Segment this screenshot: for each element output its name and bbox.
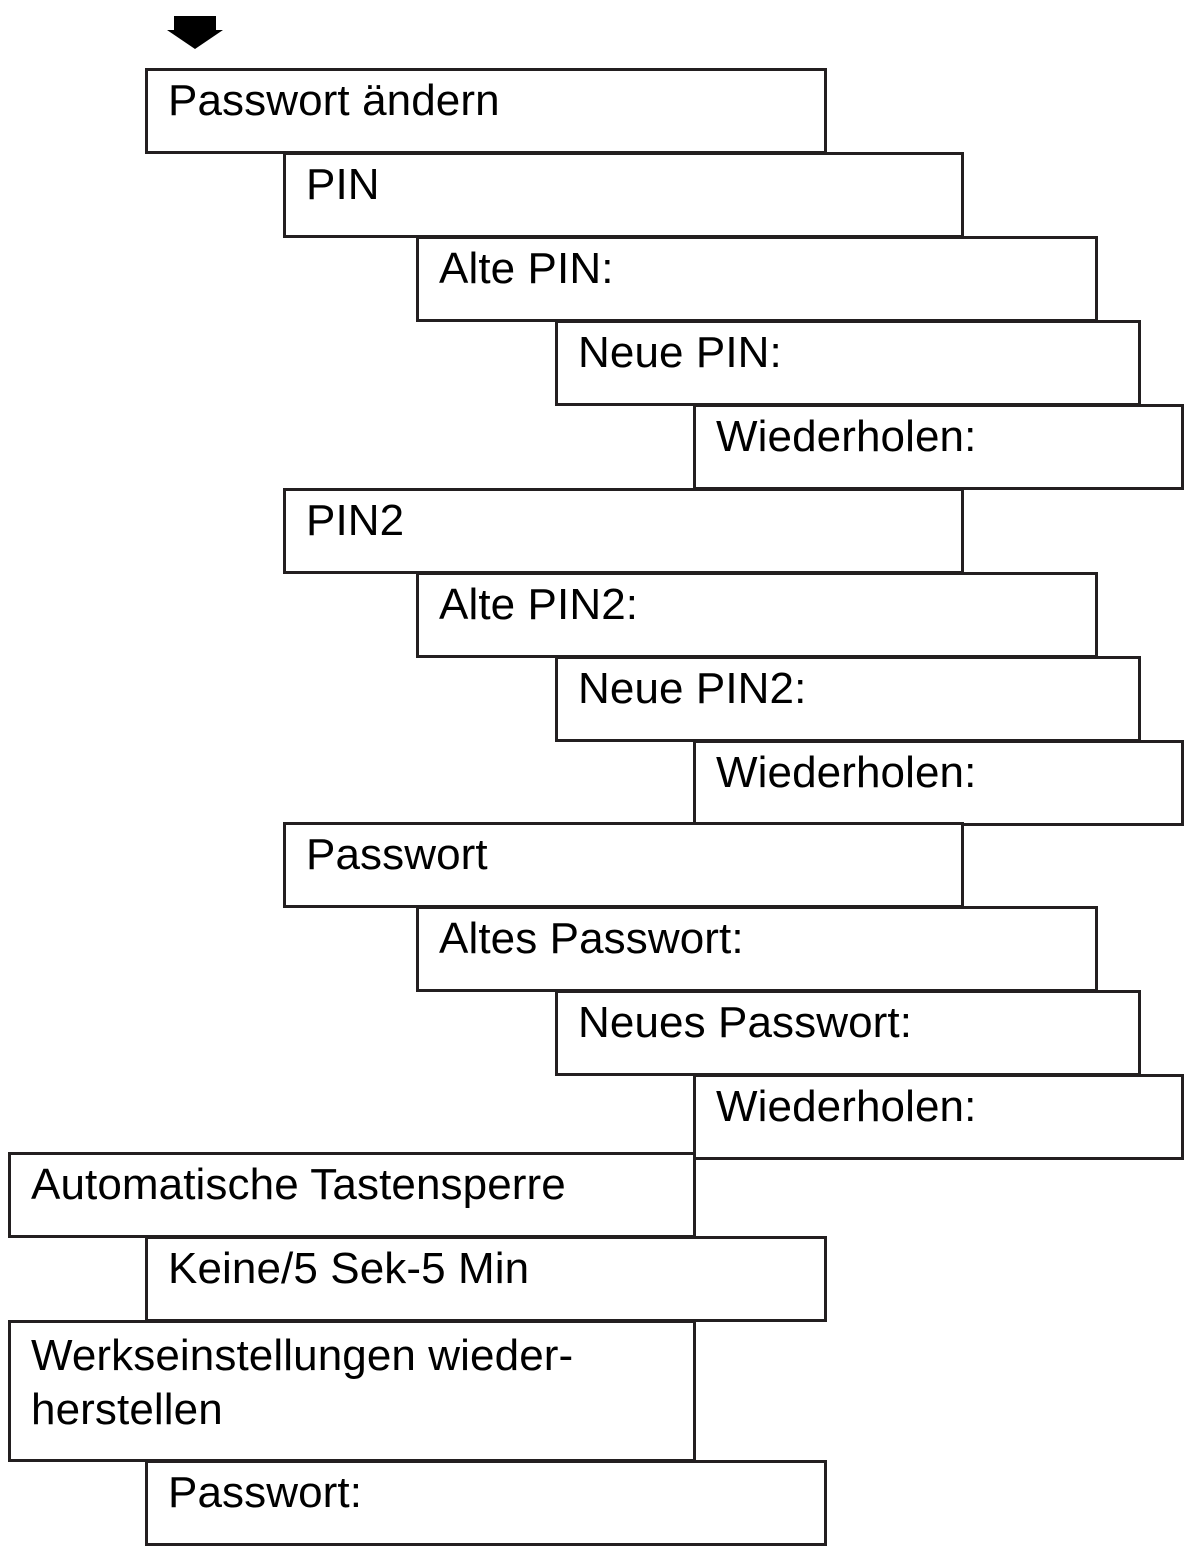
menu-box-altes-passwort[interactable]: Altes Passwort: (416, 906, 1098, 992)
menu-box-neues-passwort[interactable]: Neues Passwort: (555, 990, 1141, 1076)
menu-box-werk-passwort[interactable]: Passwort: (145, 1460, 827, 1546)
menu-box-neue-pin[interactable]: Neue PIN: (555, 320, 1141, 406)
menu-box-label: Neue PIN: (578, 328, 782, 377)
menu-box-label: PIN (306, 160, 380, 209)
menu-box-label: Passwort (306, 830, 488, 879)
menu-box-label: Wiederholen: (716, 412, 977, 461)
menu-box-label: Wiederholen: (716, 1082, 977, 1131)
menu-box-alte-pin2[interactable]: Alte PIN2: (416, 572, 1098, 658)
menu-box-label: Altes Passwort: (439, 914, 744, 963)
menu-box-label: Wiederholen: (716, 748, 977, 797)
menu-box-label: Passwort ändern (168, 76, 500, 125)
menu-box-label: PIN2 (306, 496, 405, 545)
menu-box-label: Neues Passwort: (578, 998, 913, 1047)
menu-box-label: Automatische Tastensperre (31, 1160, 566, 1209)
menu-box-neue-pin2[interactable]: Neue PIN2: (555, 656, 1141, 742)
menu-box-pin[interactable]: PIN (283, 152, 964, 238)
menu-box-werkseinstellungen[interactable]: Werkseinstellungen wieder- herstellen (8, 1320, 696, 1462)
menu-box-label: Neue PIN2: (578, 664, 807, 713)
menu-box-label: Werkseinstellungen wieder- herstellen (31, 1331, 574, 1434)
menu-box-label: Alte PIN: (439, 244, 614, 293)
menu-box-wiederholen-pin2[interactable]: Wiederholen: (693, 740, 1184, 826)
menu-box-label: Alte PIN2: (439, 580, 639, 629)
down-arrow-icon (167, 16, 223, 49)
menu-box-passwort-aendern[interactable]: Passwort ändern (145, 68, 827, 154)
menu-box-label: Keine/5 Sek-5 Min (168, 1244, 530, 1293)
menu-box-wiederholen-passwort[interactable]: Wiederholen: (693, 1074, 1184, 1160)
menu-box-pin2[interactable]: PIN2 (283, 488, 964, 574)
menu-box-alte-pin[interactable]: Alte PIN: (416, 236, 1098, 322)
menu-box-automatische-tastensperre[interactable]: Automatische Tastensperre (8, 1152, 696, 1238)
menu-box-label: Passwort: (168, 1468, 363, 1517)
menu-box-passwort[interactable]: Passwort (283, 822, 964, 908)
menu-box-keine-5sek-5min[interactable]: Keine/5 Sek-5 Min (145, 1236, 827, 1322)
menu-box-wiederholen-pin[interactable]: Wiederholen: (693, 404, 1184, 490)
